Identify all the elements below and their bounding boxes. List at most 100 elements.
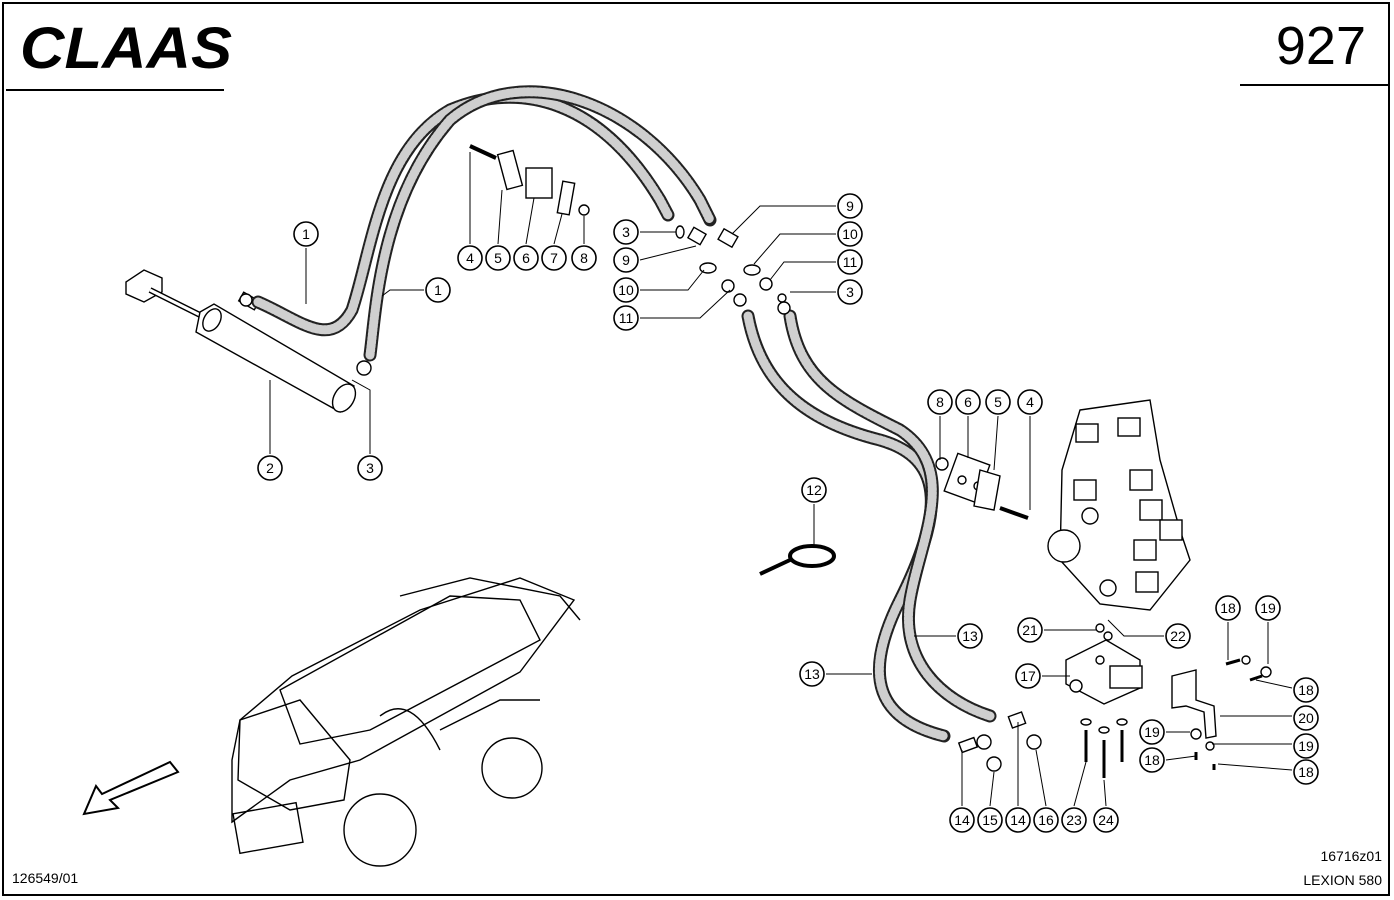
callout-part-13: 13: [957, 623, 983, 649]
callout-part-18: 18: [1139, 747, 1165, 773]
auxiliary-valve: [1065, 623, 1143, 778]
hose-end-fittings: [957, 711, 1042, 772]
callout-label: 14: [1010, 812, 1026, 828]
callout-label: 8: [580, 250, 588, 266]
model-name: LEXION 580: [1303, 872, 1382, 888]
callout-label: 3: [366, 460, 374, 476]
callout-label: 3: [622, 224, 630, 240]
callout-label: 18: [1144, 752, 1160, 768]
callout-part-16: 16: [1033, 807, 1059, 833]
hydraulic-cylinder: [125, 269, 357, 413]
callout-label: 6: [522, 250, 530, 266]
callout-part-13: 13: [799, 661, 825, 687]
drawing-code: 16716z01: [1320, 848, 1382, 864]
callout-part-3: 3: [613, 219, 639, 245]
callout-part-23: 23: [1061, 807, 1087, 833]
callout-part-4: 4: [1017, 389, 1043, 415]
callout-label: 19: [1260, 600, 1276, 616]
callout-label: 7: [550, 250, 558, 266]
brand-logo-text: CLAAS: [20, 20, 232, 76]
callout-label: 23: [1066, 812, 1082, 828]
callout-part-18: 18: [1293, 759, 1319, 785]
callout-part-3: 3: [357, 455, 383, 481]
callout-part-15: 15: [977, 807, 1003, 833]
callout-label: 11: [619, 310, 634, 326]
callout-label: 20: [1298, 710, 1314, 726]
control-valve-block: [1047, 399, 1191, 611]
callout-part-6: 6: [513, 245, 539, 271]
callout-part-9: 9: [613, 247, 639, 273]
fittings-group: [469, 144, 791, 315]
callout-part-22: 22: [1165, 623, 1191, 649]
callout-part-4: 4: [457, 245, 483, 271]
callout-label: 19: [1298, 738, 1314, 754]
callout-label: 4: [466, 250, 474, 266]
callout-label: 1: [302, 226, 310, 242]
callout-label: 12: [806, 482, 822, 498]
callout-part-19: 19: [1293, 733, 1319, 759]
callout-part-20: 20: [1293, 705, 1319, 731]
callout-part-2: 2: [257, 455, 283, 481]
callout-label: 2: [266, 460, 274, 476]
cable-tie: [759, 544, 836, 576]
callout-part-11: 11: [837, 249, 863, 275]
hose-clamp-group: [935, 452, 1029, 520]
callout-label: 4: [1026, 394, 1034, 410]
callout-part-10: 10: [613, 277, 639, 303]
callout-label: 10: [842, 226, 858, 242]
callout-part-19: 19: [1139, 719, 1165, 745]
callout-part-1: 1: [293, 221, 319, 247]
hose-pair-lower: [741, 309, 997, 743]
callout-label: 8: [936, 394, 944, 410]
callout-part-19: 19: [1255, 595, 1281, 621]
page-number: 927: [1275, 16, 1366, 76]
page-number-rule: [1240, 84, 1388, 86]
callout-label: 15: [982, 812, 998, 828]
direction-arrow: [82, 760, 180, 816]
callout-label: 1: [434, 282, 442, 298]
callout-part-21: 21: [1017, 617, 1043, 643]
callout-label: 24: [1098, 812, 1114, 828]
callout-label: 9: [622, 252, 630, 268]
callout-label: 9: [846, 198, 854, 214]
callout-label: 11: [843, 254, 858, 270]
mounting-bracket: [1171, 655, 1272, 770]
callout-part-3: 3: [837, 279, 863, 305]
callout-part-7: 7: [541, 245, 567, 271]
callout-label: 18: [1298, 764, 1314, 780]
document-code: 126549/01: [12, 870, 79, 886]
callout-part-8: 8: [571, 245, 597, 271]
callout-part-5: 5: [985, 389, 1011, 415]
callout-label: 13: [962, 628, 978, 644]
callout-label: 3: [846, 284, 854, 300]
callout-label: 22: [1170, 628, 1186, 644]
callout-part-9: 9: [837, 193, 863, 219]
callout-label: 5: [994, 394, 1002, 410]
callout-label: 16: [1038, 812, 1054, 828]
callout-part-5: 5: [485, 245, 511, 271]
callout-label: 19: [1144, 724, 1160, 740]
callout-label: 18: [1220, 600, 1236, 616]
combine-harvester-overview: [231, 577, 581, 867]
callout-part-18: 18: [1215, 595, 1241, 621]
callout-label: 14: [954, 812, 970, 828]
callout-part-14: 14: [1005, 807, 1031, 833]
callout-label: 13: [804, 666, 820, 682]
callout-labels: 1 1 2 3 4 5 6 7 8 3 9 10 11 9 10 11 3 8 …: [257, 193, 1319, 833]
callout-label: 21: [1022, 622, 1038, 638]
logo-rule: [6, 89, 224, 91]
callout-label: 10: [618, 282, 634, 298]
callout-part-8: 8: [927, 389, 953, 415]
callout-part-17: 17: [1015, 663, 1041, 689]
callout-part-1: 1: [425, 277, 451, 303]
callout-part-10: 10: [837, 221, 863, 247]
callout-label: 5: [494, 250, 502, 266]
callout-label: 6: [964, 394, 972, 410]
callout-part-11: 11: [613, 305, 639, 331]
leader-lines: [269, 152, 1293, 807]
callout-part-14: 14: [949, 807, 975, 833]
callout-part-12: 12: [801, 477, 827, 503]
hose-pair-upper: [239, 85, 717, 376]
